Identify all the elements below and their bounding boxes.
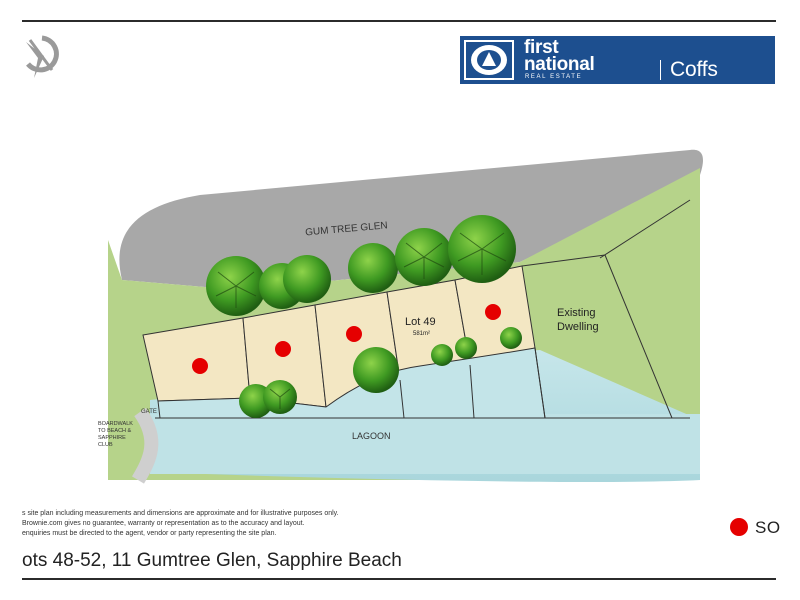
lot-area: 581m² — [413, 331, 430, 337]
sold-marker — [346, 326, 362, 342]
boardwalk-label-2: TO BEACH & — [98, 428, 132, 434]
sold-marker — [275, 341, 291, 357]
bottom-rule — [22, 578, 776, 580]
lot-label: Lot 49 — [405, 316, 436, 328]
boardwalk-label-3: SAPPHIRE — [98, 435, 126, 441]
north-arrow-icon — [26, 35, 59, 78]
boardwalk-label-1: BOARDWALK — [98, 421, 133, 427]
brand-office: Coffs Coast — [670, 58, 724, 105]
disclaimer-line: Brownie.com gives no guarantee, warranty… — [22, 520, 305, 527]
tree-icon — [500, 327, 522, 349]
disclaimer-line: s site plan including measurements and d… — [22, 510, 339, 517]
disclaimer: s site plan including measurements and d… — [22, 509, 339, 539]
tree-icon — [455, 337, 477, 359]
boardwalk-label-4: CLUB — [98, 442, 113, 448]
existing-label-line1: Existing — [557, 307, 596, 319]
lagoon-label: LAGOON — [352, 431, 391, 441]
brand-mark-icon — [464, 40, 514, 80]
tree-icon — [283, 255, 331, 303]
brand-separator — [660, 60, 661, 80]
existing-label-line2: Dwelling — [557, 321, 599, 333]
lagoon-strip — [150, 414, 700, 474]
tree-icon — [348, 243, 398, 293]
disclaimer-line: enquiries must be directed to the agent,… — [22, 530, 277, 537]
top-rule — [22, 20, 776, 22]
brand-name-line1: first — [524, 37, 559, 58]
legend-sold-label: SO — [755, 518, 781, 537]
sold-marker — [485, 304, 501, 320]
page-caption: ots 48-52, 11 Gumtree Glen, Sapphire Bea… — [22, 550, 402, 571]
sold-markers — [192, 304, 501, 374]
brand-logo: first national REAL ESTATE Coffs Coast — [460, 36, 775, 105]
boardwalk — [131, 407, 159, 484]
legend-sold-dot — [730, 518, 748, 536]
brand-tagline: REAL ESTATE — [525, 74, 583, 80]
sold-marker — [192, 358, 208, 374]
tree-icon — [431, 344, 453, 366]
road — [119, 149, 703, 290]
tree-icon — [353, 347, 399, 393]
brand-name-line2: national — [524, 54, 595, 75]
gate-label: GATE — [141, 409, 157, 415]
